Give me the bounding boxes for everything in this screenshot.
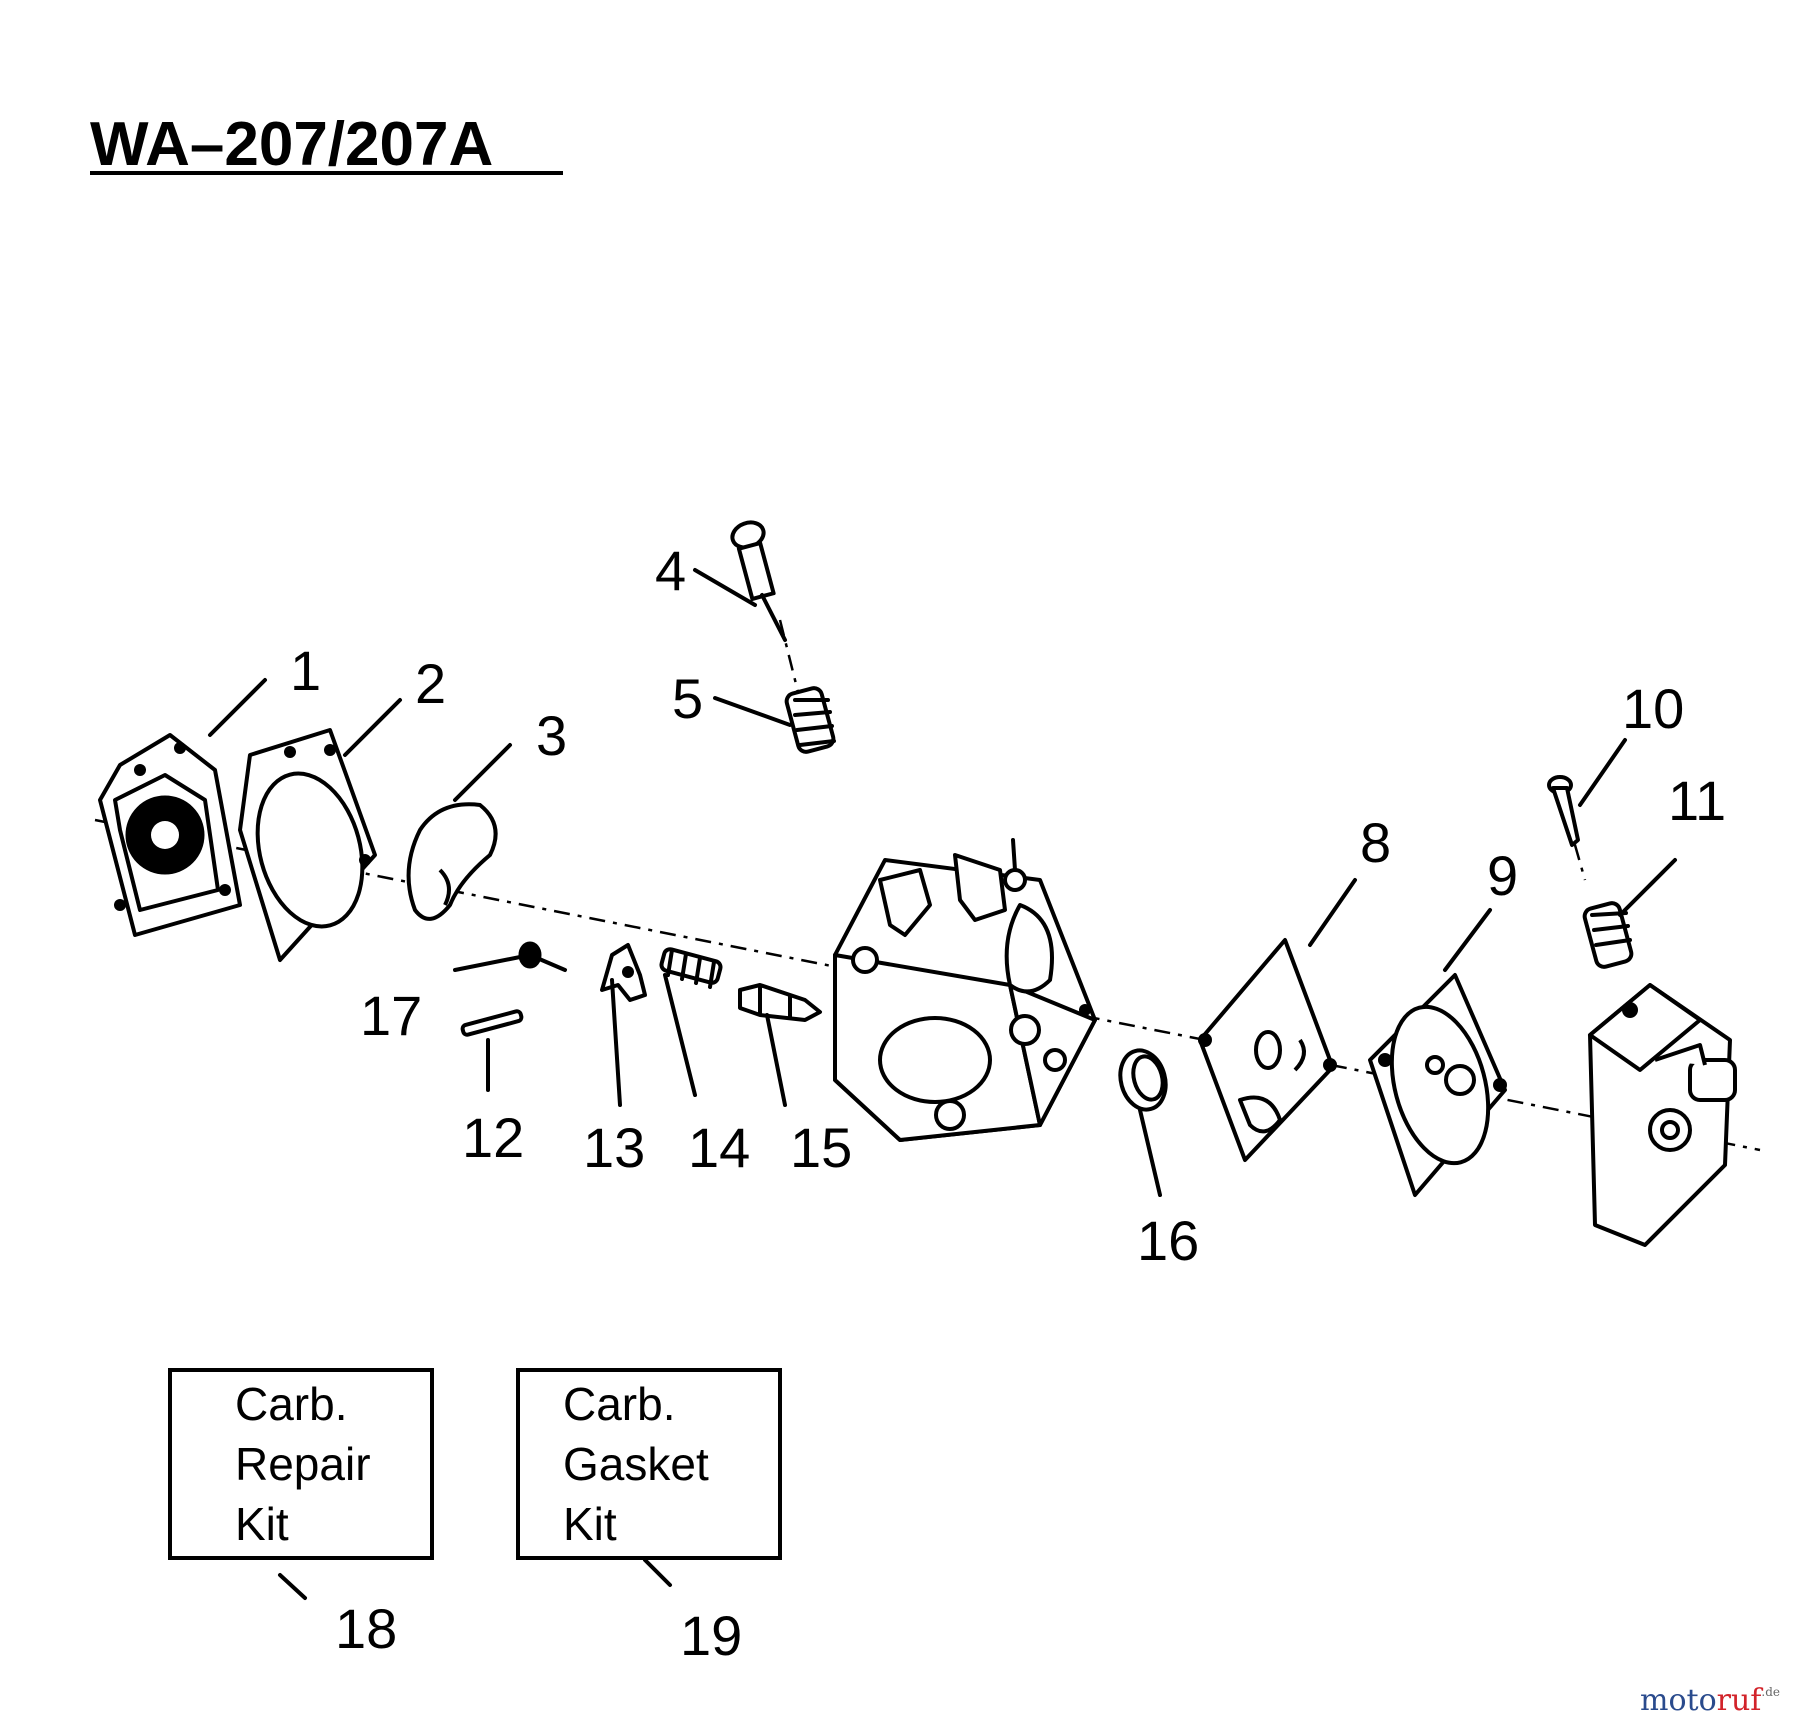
- gasket-kit-line-2: Gasket: [563, 1438, 709, 1490]
- callout-17: 17: [360, 984, 422, 1047]
- callout-3: 3: [536, 704, 567, 767]
- part-14-lever-spring: [659, 947, 723, 989]
- repair-kit-line-3: Kit: [235, 1498, 289, 1550]
- callout-4: 4: [655, 539, 686, 602]
- part-4-adjusting-needle: [730, 520, 787, 642]
- carburetor-body: [833, 838, 1097, 1142]
- watermark-suffix: .de: [1761, 1685, 1780, 1699]
- callout-19: 19: [680, 1604, 742, 1667]
- repair-kit-line-1: Carb.: [235, 1378, 347, 1430]
- watermark-logo: motoruf.de: [1640, 1683, 1780, 1718]
- callout-8: 8: [1360, 811, 1391, 874]
- repair-kit-box: Carb. Repair Kit: [168, 1368, 434, 1560]
- callout-18: 18: [335, 1597, 397, 1660]
- callout-15: 15: [790, 1116, 852, 1179]
- callout-10: 10: [1622, 677, 1684, 740]
- part-1-pump-cover: [98, 733, 242, 937]
- callout-5: 5: [672, 667, 703, 730]
- part-10-needle: [1547, 775, 1580, 847]
- part-3-inlet-screen: [406, 802, 498, 921]
- part-16-welch-plug: [1118, 1048, 1168, 1112]
- callout-14: 14: [688, 1116, 750, 1179]
- leader-lines: [208, 568, 1677, 1600]
- part-13-control-lever: [600, 943, 647, 1002]
- gasket-kit-box: Carb. Gasket Kit: [516, 1368, 782, 1560]
- part-9-metering-diaphragm: [1368, 973, 1507, 1197]
- gasket-kit-line-1: Carb.: [563, 1378, 675, 1430]
- watermark-moto: moto: [1640, 1683, 1717, 1718]
- part-8-metering-gasket: [1198, 938, 1337, 1162]
- callout-16: 16: [1137, 1209, 1199, 1272]
- callout-13: 13: [583, 1116, 645, 1179]
- svg-text:motoruf.de: motoruf.de: [1640, 1683, 1780, 1718]
- part-15-inlet-needle: [738, 983, 822, 1022]
- part-2-pump-gasket: [238, 728, 377, 962]
- callout-12: 12: [462, 1106, 524, 1169]
- repair-kit-line-2: Repair: [235, 1438, 371, 1490]
- callout-11: 11: [1668, 769, 1726, 832]
- callout-2: 2: [415, 652, 446, 715]
- part-5-spring: [784, 686, 836, 754]
- part-12-pin: [460, 1009, 524, 1037]
- diagram-title: WA–207/207A: [90, 110, 493, 179]
- callout-9: 9: [1487, 844, 1518, 907]
- callout-1: 1: [290, 639, 321, 702]
- gasket-kit-line-3: Kit: [563, 1498, 617, 1550]
- part-11-spring: [1582, 901, 1634, 969]
- metering-cover: [1588, 983, 1737, 1247]
- watermark-ruf: ruf: [1717, 1683, 1764, 1718]
